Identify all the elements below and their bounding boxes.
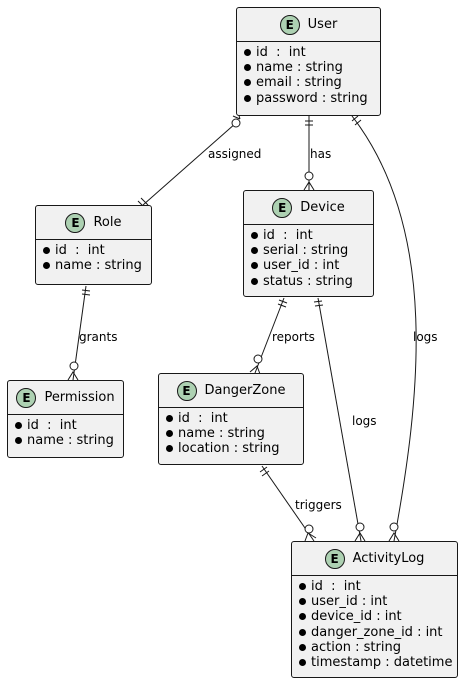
bullet-icon [299, 628, 306, 636]
entity-user: E User id : int name : string email : st… [236, 7, 381, 116]
attribute-row: id : int [43, 243, 151, 258]
entity-header: E DangerZone [159, 374, 303, 408]
attribute-row: name : string [43, 258, 151, 273]
label-logs-user: logs [413, 330, 438, 344]
entity-badge-icon: E [279, 14, 300, 35]
bullet-icon [244, 64, 251, 72]
bullet-icon [251, 262, 258, 270]
bullet-icon [251, 247, 258, 255]
bullet-icon [166, 445, 173, 453]
entity-header: E Permission [8, 381, 123, 415]
bullet-icon [244, 94, 251, 102]
attribute-list: id : int name : string email : string pa… [237, 42, 380, 106]
attribute-row: timestamp : datetime [299, 655, 457, 670]
attribute-row: name : string [166, 426, 303, 441]
attribute-row: status : string [251, 274, 373, 289]
attribute-row: id : int [251, 228, 373, 243]
bullet-icon [299, 583, 306, 591]
attribute-list: id : int user_id : int device_id : int d… [292, 576, 457, 670]
attribute-row: danger_zone_id : int [299, 625, 457, 640]
entity-name: ActivityLog [352, 551, 425, 566]
attribute-row: id : int [166, 411, 303, 426]
attribute-row: id : int [299, 579, 457, 594]
bullet-icon [299, 659, 306, 667]
attribute-row: email : string [244, 75, 380, 90]
entity-name: DangerZone [204, 383, 286, 398]
bullet-icon [299, 613, 306, 621]
entity-name: Permission [44, 390, 115, 405]
attribute-row: user_id : int [251, 258, 373, 273]
entity-header: E ActivityLog [292, 542, 457, 576]
edge-user-device [303, 116, 315, 191]
attribute-row: name : string [244, 60, 380, 75]
bullet-icon [43, 262, 50, 270]
bullet-icon [15, 422, 22, 430]
attribute-list: id : int name : string location : string [159, 408, 303, 457]
attribute-row: name : string [15, 433, 123, 448]
label-logs-device: logs [352, 414, 377, 428]
label-triggers: triggers [295, 498, 342, 512]
edge-device-dangerzone [249, 297, 288, 375]
entity-badge-icon: E [324, 548, 345, 569]
edge-dangerzone-activitylog [259, 465, 317, 542]
attribute-row: id : int [15, 418, 123, 433]
attribute-row: action : string [299, 640, 457, 655]
label-has: has [310, 147, 332, 161]
bullet-icon [244, 49, 251, 57]
entity-device: E Device id : int serial : string user_i… [243, 190, 374, 297]
bullet-icon [43, 247, 50, 255]
label-grants: grants [79, 330, 118, 344]
entity-name: Role [93, 215, 122, 230]
bullet-icon [244, 79, 251, 87]
attribute-row: password : string [244, 91, 380, 106]
bullet-icon [166, 415, 173, 423]
entity-badge-icon: E [272, 197, 293, 218]
attribute-row: id : int [244, 45, 380, 60]
entity-name: User [307, 17, 338, 32]
bullet-icon [251, 277, 258, 285]
attribute-row: device_id : int [299, 609, 457, 624]
entity-permission: E Permission id : int name : string [7, 380, 124, 458]
edge-role-permission [67, 285, 91, 381]
entity-name: Device [300, 200, 345, 215]
attribute-row: serial : string [251, 243, 373, 258]
entity-badge-icon: E [176, 380, 197, 401]
attribute-list: id : int name : string [36, 240, 151, 273]
bullet-icon [251, 232, 258, 240]
attribute-list: id : int serial : string user_id : int s… [244, 225, 373, 289]
edge-device-activitylog [313, 297, 366, 542]
label-assigned: assigned [208, 147, 262, 161]
attribute-row: location : string [166, 441, 303, 456]
label-reports: reports [272, 330, 315, 344]
entity-badge-icon: E [16, 387, 37, 408]
bullet-icon [15, 437, 22, 445]
bullet-icon [299, 598, 306, 606]
attribute-row: user_id : int [299, 594, 457, 609]
bullet-icon [166, 430, 173, 438]
entity-dangerzone: E DangerZone id : int name : string loca… [158, 373, 304, 465]
entity-badge-icon: E [65, 212, 86, 233]
bullet-icon [299, 643, 306, 651]
entity-role: E Role id : int name : string [35, 205, 152, 285]
entity-header: E Device [244, 191, 373, 225]
attribute-list: id : int name : string [8, 415, 123, 448]
entity-header: E User [237, 8, 380, 42]
entity-activitylog: E ActivityLog id : int user_id : int dev… [291, 541, 458, 678]
edge-user-activitylog [351, 115, 417, 542]
entity-header: E Role [36, 206, 151, 240]
